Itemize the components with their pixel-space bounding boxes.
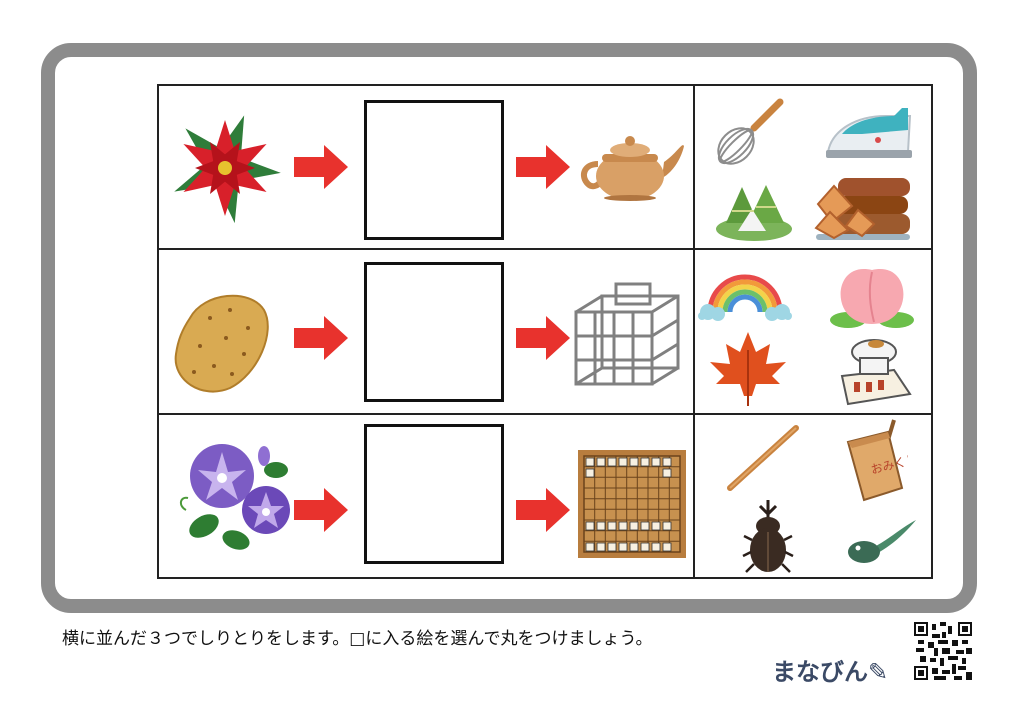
qr-code-icon bbox=[914, 622, 972, 680]
arrow-icon bbox=[516, 488, 570, 532]
answer-box[interactable] bbox=[364, 100, 504, 240]
arrow-icon bbox=[294, 488, 348, 532]
answer-box[interactable] bbox=[364, 262, 504, 402]
arrow-icon bbox=[294, 316, 348, 360]
maple-leaf-icon bbox=[710, 332, 786, 406]
column-divider bbox=[693, 84, 695, 579]
teapot-icon bbox=[580, 136, 684, 201]
peach-icon bbox=[830, 268, 914, 328]
arrow-icon bbox=[294, 145, 348, 189]
puzzle-grid bbox=[157, 84, 933, 579]
potato-icon bbox=[174, 294, 269, 393]
shogi-board-icon bbox=[578, 450, 686, 558]
rainbow-icon bbox=[698, 274, 792, 321]
row-divider bbox=[157, 248, 933, 250]
pencil-icon: ✎ bbox=[868, 658, 889, 686]
cage-icon bbox=[574, 282, 680, 386]
morning-glory-icon bbox=[180, 444, 290, 550]
tadpole-icon bbox=[848, 520, 916, 563]
poinsettia-icon bbox=[174, 115, 281, 224]
brand-logo: まなびん✎ bbox=[772, 652, 888, 687]
answer-box[interactable] bbox=[364, 424, 504, 564]
instruction-text: 横に並んだ３つでしりとりをします。□に入る絵を選んで丸をつけましょう。 bbox=[62, 629, 653, 649]
brand-name: まなびん bbox=[772, 658, 868, 686]
beetle-icon bbox=[742, 500, 794, 573]
omikuji-box-icon: おみくじ bbox=[846, 419, 908, 502]
arrow-icon bbox=[516, 316, 570, 360]
arrow-icon bbox=[516, 145, 570, 189]
row-divider bbox=[157, 413, 933, 415]
whisk-icon bbox=[717, 98, 784, 165]
chopstick-icon bbox=[727, 425, 799, 491]
rice-dumpling-icon bbox=[716, 185, 792, 241]
firewood-icon bbox=[814, 178, 910, 240]
iron-icon bbox=[826, 108, 912, 158]
shogi-piece-icon bbox=[840, 339, 912, 406]
